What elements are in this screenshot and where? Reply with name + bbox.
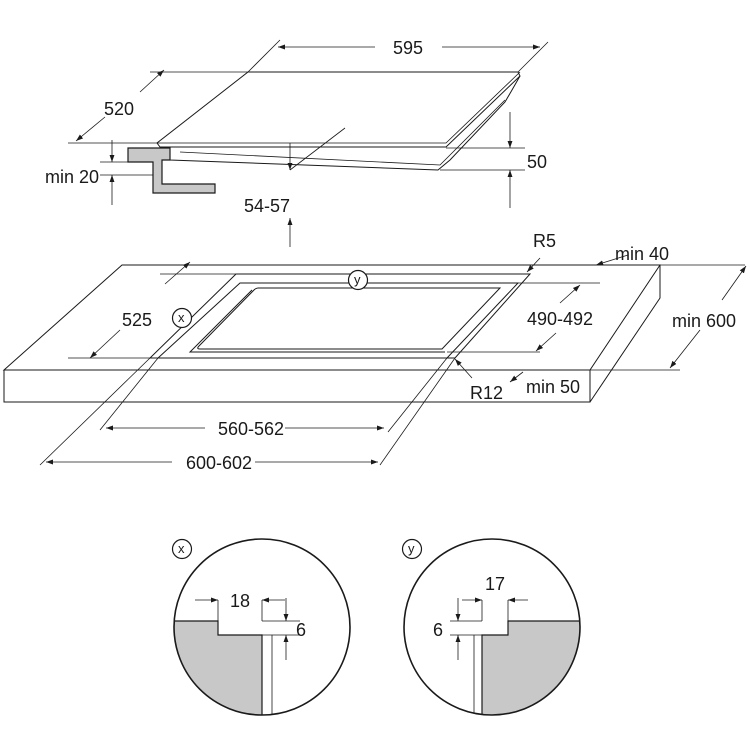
detail-x: 18 6 x	[171, 538, 351, 716]
dim-r5: R5	[533, 231, 556, 251]
detail-y-marker	[401, 538, 423, 560]
dim-525: 525	[122, 310, 152, 330]
hob-drawing: 595 520 min 20 50 54-57	[45, 38, 549, 247]
marker-x	[171, 307, 193, 329]
detail-x-marker-label: x	[178, 541, 185, 556]
detail-y: 17 6 y	[401, 538, 581, 716]
detail-y-marker-label: y	[408, 541, 415, 556]
dim-x-18: 18	[230, 591, 250, 611]
dim-x-6: 6	[296, 620, 306, 640]
cutout-inner	[156, 282, 520, 359]
detail-y-worktop	[481, 620, 580, 715]
dim-min20: min 20	[45, 167, 99, 187]
dim-595: 595	[393, 38, 423, 58]
marker-x-label: x	[178, 310, 185, 325]
dim-min600: min 600	[672, 311, 736, 331]
marker-y	[347, 269, 369, 291]
dim-min50: min 50	[526, 377, 580, 397]
dim-50: 50	[527, 152, 547, 172]
hob-bracket	[127, 147, 216, 194]
dim-y-17: 17	[485, 574, 505, 594]
marker-y-label: y	[354, 272, 361, 287]
dim-600-602: 600-602	[186, 453, 252, 473]
hob-body	[169, 75, 521, 171]
dim-r12: R12	[470, 383, 503, 403]
dim-520: 520	[104, 99, 134, 119]
dim-490-492: 490-492	[527, 309, 593, 329]
cutout-hole	[197, 287, 502, 350]
dim-560-562: 560-562	[218, 419, 284, 439]
worktop-drawing: y x R5 min 40 525 490-492 min 600 R12	[2, 231, 747, 473]
detail-x-marker	[171, 538, 193, 560]
dim-min40: min 40	[615, 244, 669, 264]
dim-54-57: 54-57	[244, 196, 290, 216]
worktop-front-face	[3, 370, 591, 403]
hob-glass-top	[156, 71, 521, 148]
dim-y-6: 6	[433, 620, 443, 640]
